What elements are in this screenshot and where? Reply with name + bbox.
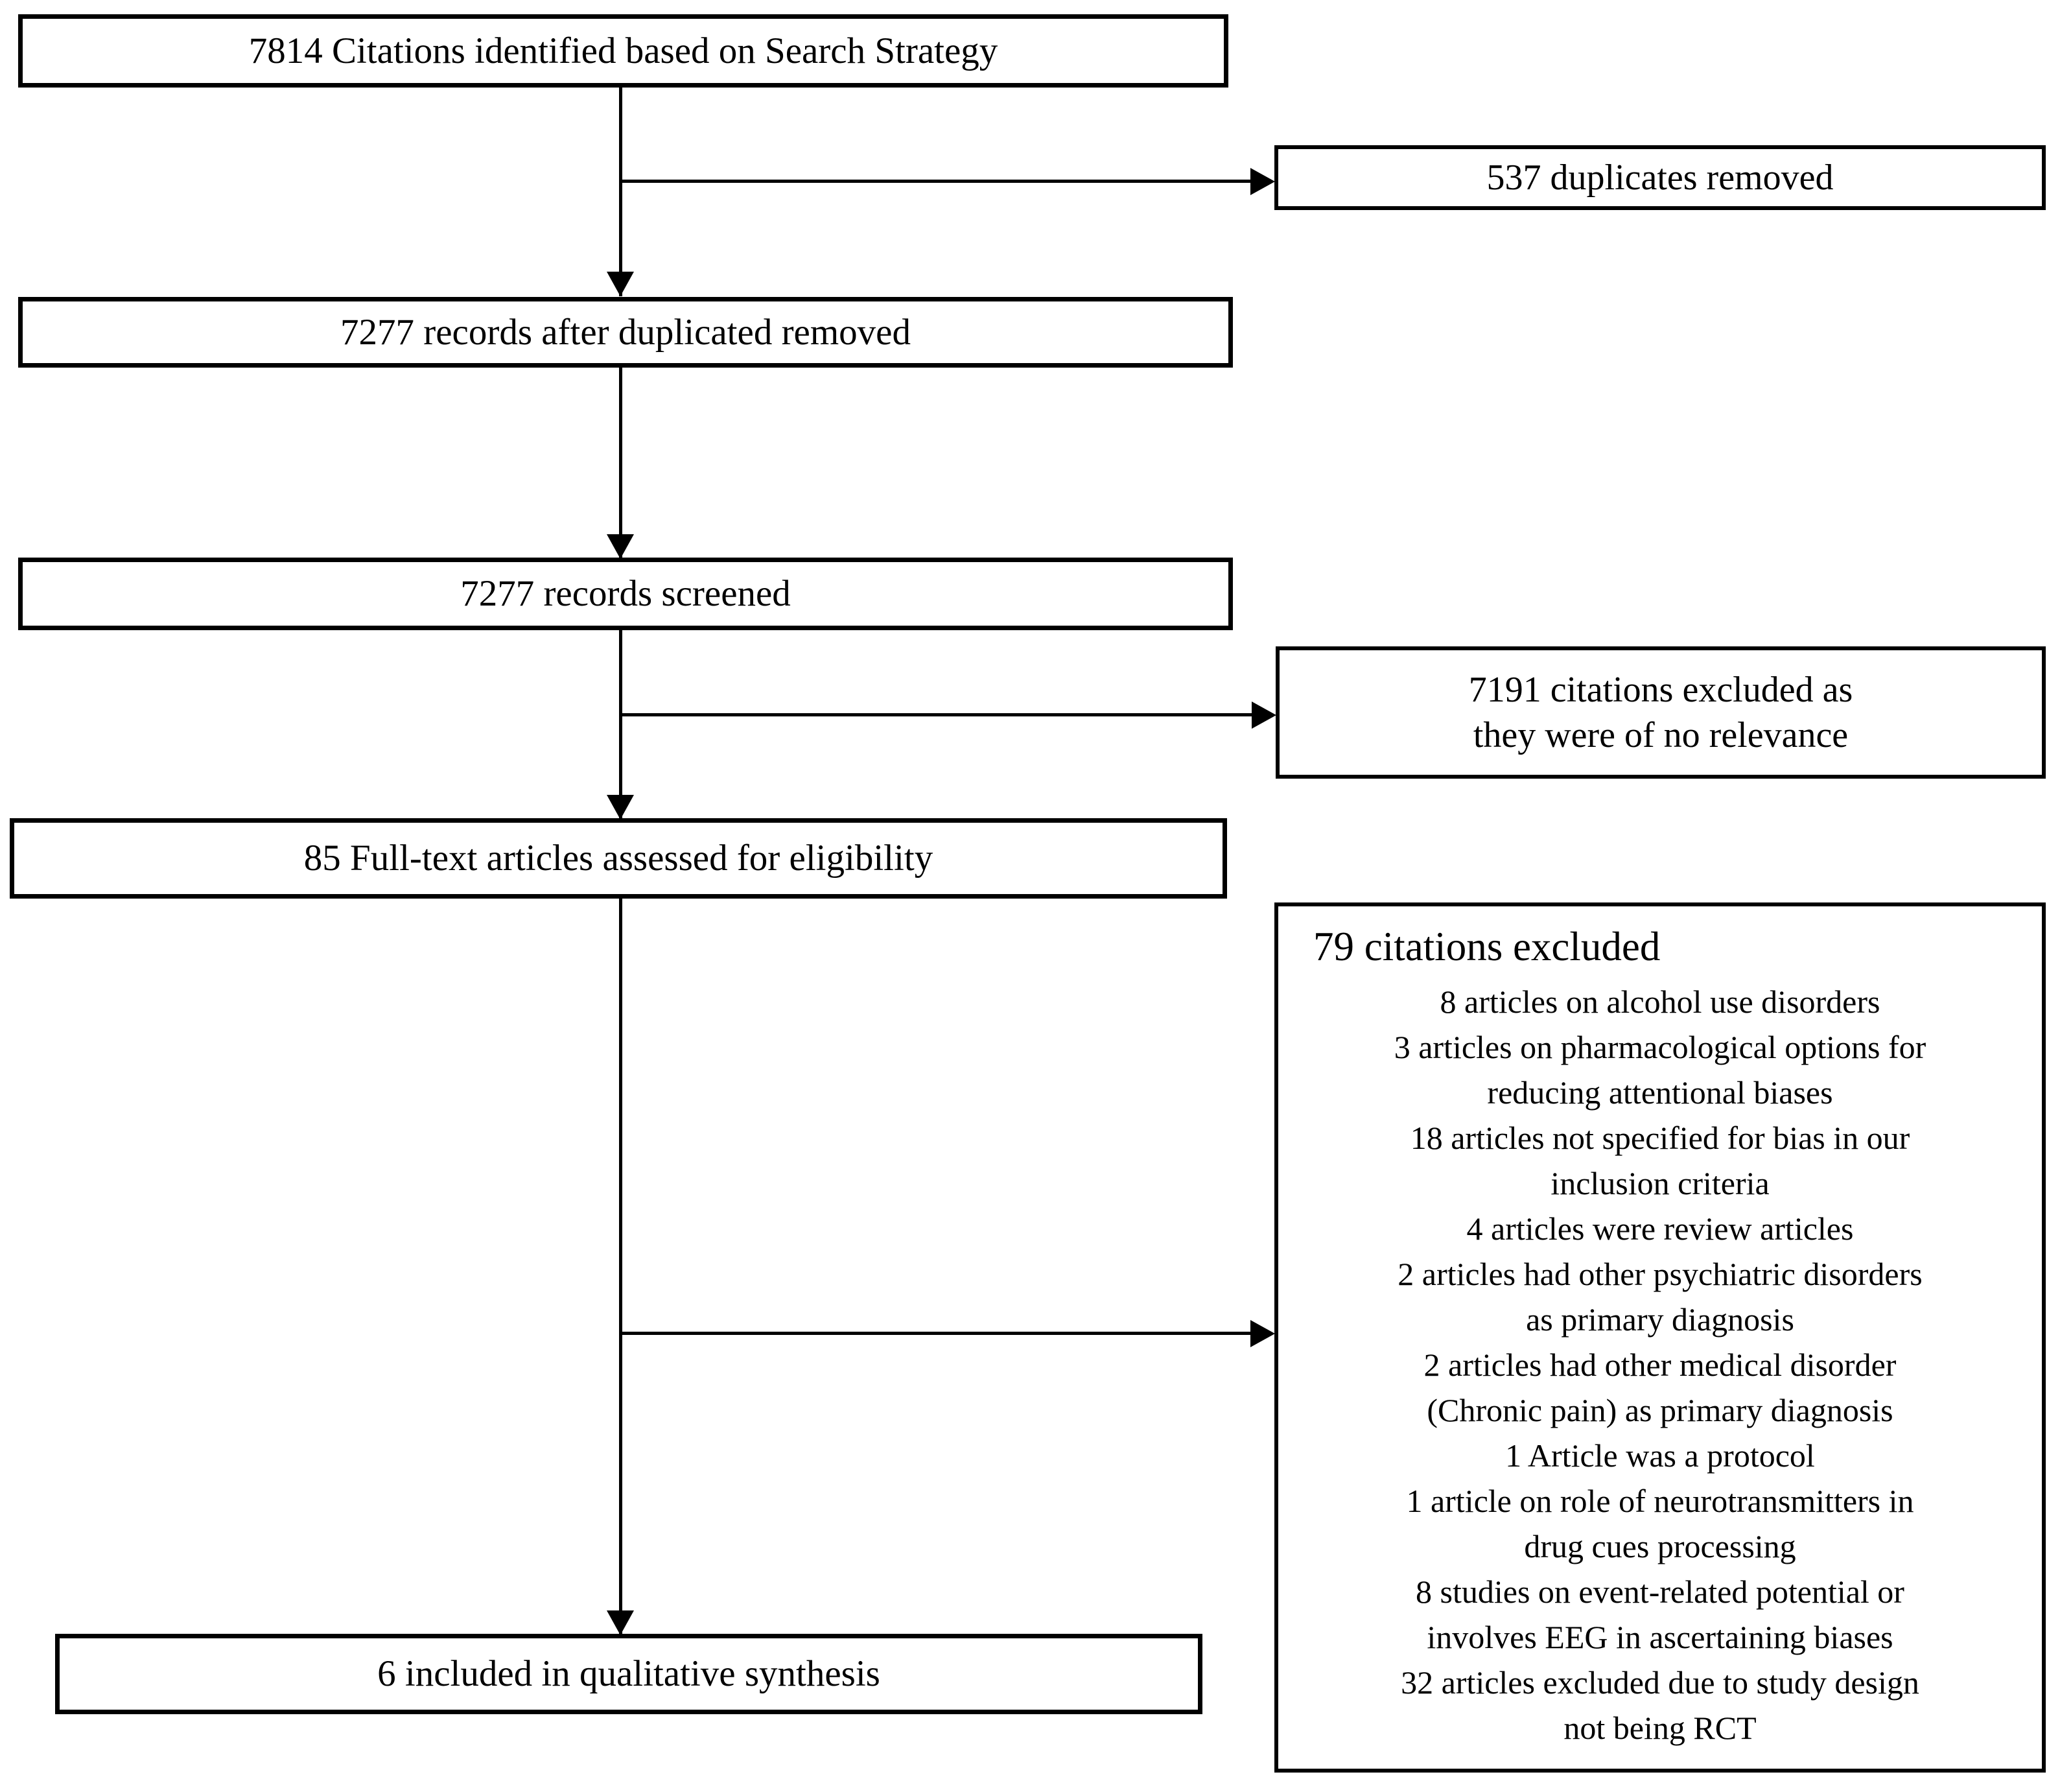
arrowhead-into-fulltext bbox=[607, 795, 634, 819]
exclusion-reason: 1 Article was a protocol bbox=[1505, 1437, 1815, 1474]
node-fulltext-assessed: 85 Full-text articles assessed for eligi… bbox=[10, 818, 1227, 899]
arrowhead-into-after-duplicates bbox=[607, 272, 634, 296]
branch-to-duplicates-removed bbox=[620, 180, 1252, 183]
connector-fulltext-to-included bbox=[619, 897, 622, 1635]
branch-to-excluded-no-relevance bbox=[622, 713, 1252, 716]
exclusion-reason: 18 articles not specified for bias in ou… bbox=[1410, 1120, 1910, 1202]
branch-to-citations-excluded bbox=[620, 1332, 1252, 1335]
connector-after-duplicates-to-screened bbox=[619, 366, 622, 559]
arrowhead-into-citations-excluded bbox=[1250, 1320, 1275, 1347]
node-included-qualitative: 6 included in qualitative synthesis bbox=[55, 1634, 1202, 1714]
exclusion-reason: 2 articles had other psychiatric disorde… bbox=[1398, 1256, 1923, 1338]
node-citations-excluded: 79 citations excluded 8 articles on alco… bbox=[1274, 902, 2046, 1773]
node-duplicates-removed: 537 duplicates removed bbox=[1274, 145, 2046, 210]
exclusion-reason: 8 articles on alcohol use disorders bbox=[1440, 984, 1880, 1020]
exclusion-reason: 3 articles on pharmacological options fo… bbox=[1394, 1029, 1926, 1111]
exclusion-reason: 2 articles had other medical disorder (C… bbox=[1423, 1347, 1897, 1429]
arrowhead-into-excluded-no-relevance bbox=[1252, 701, 1276, 729]
arrowhead-into-duplicates-removed bbox=[1250, 168, 1275, 195]
node-citations-identified: 7814 Citations identified based on Searc… bbox=[18, 14, 1228, 88]
exclusion-reason: 4 articles were review articles bbox=[1466, 1210, 1854, 1247]
connector-identified-to-after-duplicates bbox=[619, 86, 622, 296]
exclusion-reason: 8 studies on event-related potential or … bbox=[1416, 1574, 1904, 1656]
citations-excluded-header: 79 citations excluded bbox=[1313, 924, 1661, 969]
node-records-after-duplicates: 7277 records after duplicated removed bbox=[18, 297, 1233, 368]
node-excluded-no-relevance: 7191 citations excluded as they were of … bbox=[1276, 646, 2046, 779]
exclusion-reason: 32 articles excluded due to study design… bbox=[1401, 1664, 1919, 1747]
connector-screened-to-fulltext bbox=[619, 629, 622, 819]
exclusion-reason: 1 article on role of neurotransmitters i… bbox=[1406, 1483, 1914, 1565]
arrowhead-into-screened bbox=[607, 534, 634, 559]
arrowhead-into-included bbox=[607, 1610, 634, 1635]
node-records-screened: 7277 records screened bbox=[18, 558, 1233, 630]
